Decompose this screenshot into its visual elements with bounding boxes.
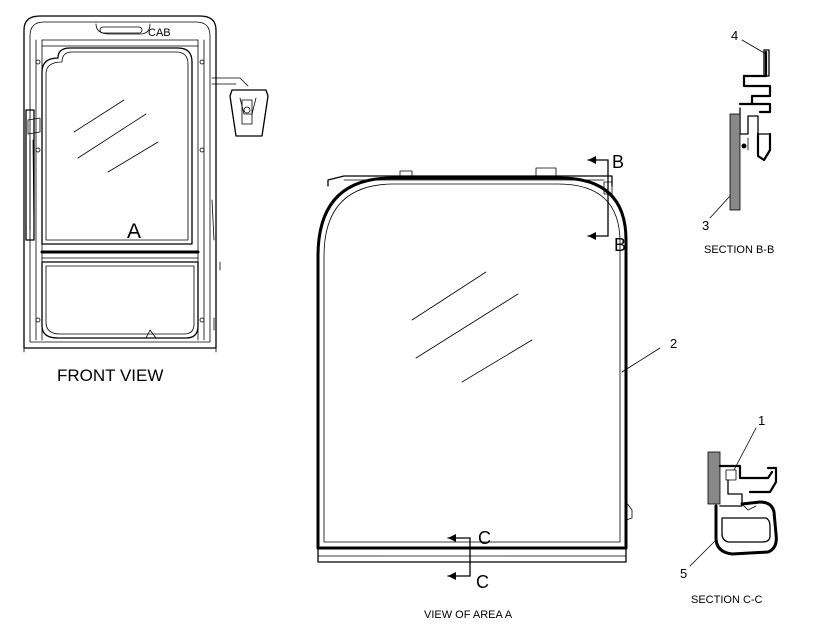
front-view-drawing bbox=[23, 15, 269, 353]
cab-label: CAB bbox=[148, 27, 171, 39]
section-bb-label: SECTION B-B bbox=[704, 244, 774, 256]
section-b-bottom-marker: B bbox=[614, 235, 626, 255]
view-of-area-label: VIEW OF AREA A bbox=[424, 609, 513, 621]
callout-4: 4 bbox=[731, 28, 738, 43]
section-b-top-marker: B bbox=[612, 152, 624, 172]
callout-5: 5 bbox=[680, 566, 687, 581]
section-bb-drawing bbox=[709, 39, 772, 219]
area-letter-label: A bbox=[127, 220, 141, 243]
section-cc-drawing bbox=[689, 427, 778, 567]
section-c-top-marker: C bbox=[478, 528, 491, 548]
section-cc-label: SECTION C-C bbox=[691, 594, 763, 606]
callout-3: 3 bbox=[702, 218, 709, 233]
section-c-bottom-marker: C bbox=[476, 572, 489, 592]
callout-2: 2 bbox=[670, 336, 677, 351]
front-view-label: FRONT VIEW bbox=[57, 366, 163, 385]
callout-1: 1 bbox=[758, 413, 765, 428]
area-a-drawing bbox=[316, 156, 661, 580]
